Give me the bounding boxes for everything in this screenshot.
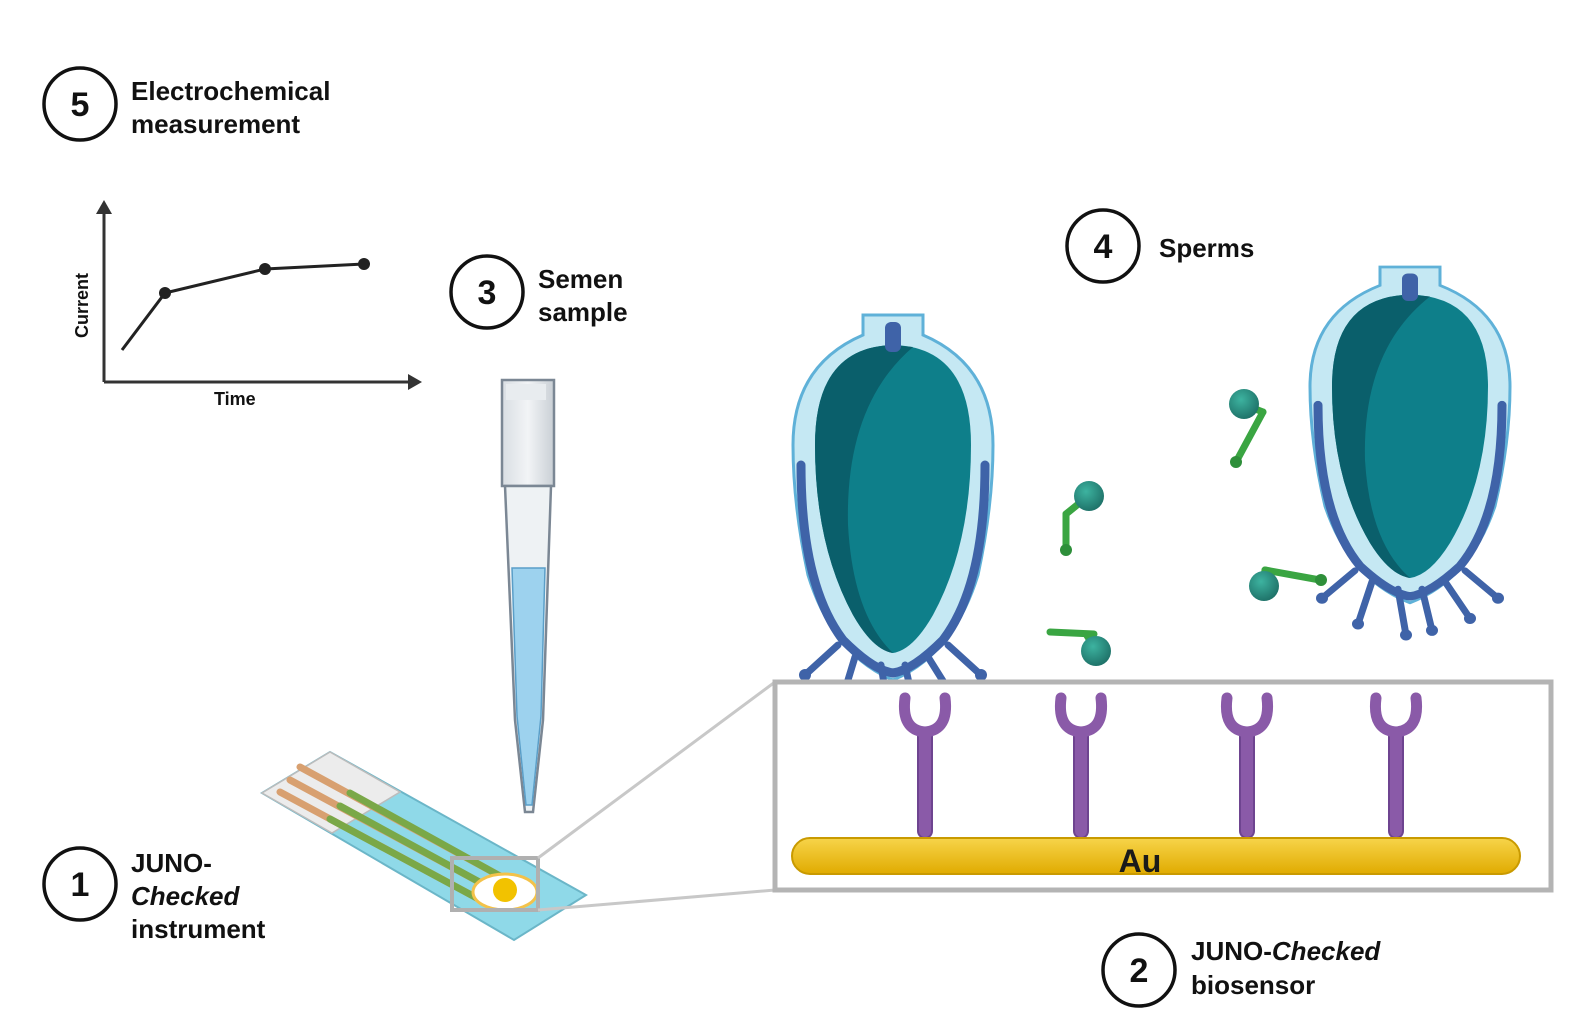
curve-point <box>358 258 370 270</box>
current-curve <box>120 262 365 351</box>
step-2-label-part-b: Checked <box>1272 936 1381 966</box>
zoom-line <box>537 680 776 860</box>
protein-molecule <box>1060 481 1104 556</box>
step-2-group: 2 JUNO-Checked biosensor <box>1101 932 1381 1008</box>
y-axis-label: Current <box>72 273 92 338</box>
step-1-number: 1 <box>71 866 90 904</box>
step-2-label-line2: biosensor <box>1191 970 1315 1000</box>
step-5-number: 5 <box>71 86 90 124</box>
step-3-number: 3 <box>478 274 497 312</box>
step-3-circle <box>449 254 525 330</box>
x-axis-label: Time <box>214 389 256 409</box>
step-5-circle <box>42 66 118 142</box>
step-5-label-line1: Electrochemical <box>131 76 330 106</box>
protein-molecule <box>1046 628 1111 666</box>
step-4-label: Sperms <box>1159 233 1254 263</box>
zoom-frame-small <box>450 856 540 912</box>
curve-point <box>159 287 171 299</box>
step-1-group: 1 JUNO- Checked instrument <box>42 846 266 944</box>
biosensor-zoom: Au <box>772 679 1554 893</box>
current-time-plot: Current Time <box>72 200 422 409</box>
step-5-group: 5 Electrochemical measurement <box>42 66 330 142</box>
gold-electrode <box>791 837 1521 875</box>
step-4-number: 4 <box>1094 228 1113 266</box>
step-2-number: 2 <box>1130 952 1149 990</box>
free-proteins <box>1046 389 1327 666</box>
step-4-circle <box>1065 208 1141 284</box>
electrode-label: Au <box>1119 843 1162 879</box>
step-1-circle <box>42 846 118 922</box>
step-5-label-line2: measurement <box>131 109 300 139</box>
sperm-cell <box>1310 267 1510 641</box>
step-2-circle <box>1101 932 1177 1008</box>
test-strip <box>260 750 588 942</box>
step-1-label-line2: Checked <box>131 881 240 911</box>
protein-molecule <box>1249 566 1327 601</box>
y-axis-arrow-icon <box>96 200 112 214</box>
protein-molecule <box>1229 389 1267 468</box>
step-3-group: 3 Semen sample <box>449 254 628 330</box>
step-3-label-line2: sample <box>538 297 628 327</box>
step-1-label-line1: JUNO- <box>131 848 212 878</box>
step-1-label-line3: instrument <box>131 914 266 944</box>
x-axis-arrow-icon <box>408 374 422 390</box>
step-3-label-line1: Semen <box>538 264 623 294</box>
step-2-label-part-a: JUNO- <box>1191 936 1272 966</box>
sperm-cell <box>793 315 993 721</box>
step-4-group: 4 Sperms <box>1065 208 1254 284</box>
curve-point <box>259 263 271 275</box>
step-2-label-line1: JUNO-Checked <box>1191 936 1381 966</box>
zoom-line <box>537 888 776 912</box>
pipette-icon <box>500 378 556 814</box>
